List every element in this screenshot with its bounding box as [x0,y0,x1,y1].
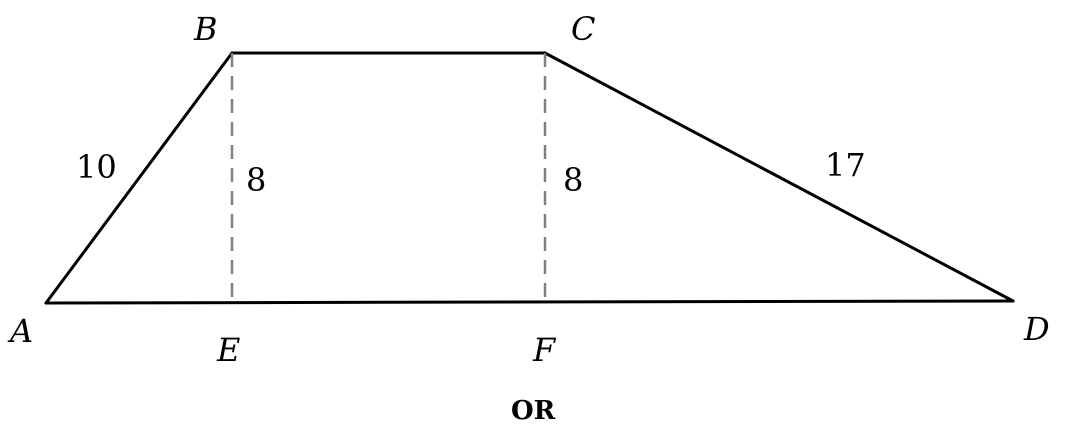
edge-ad [44,299,1015,305]
length-label-ab: 10 [76,148,117,186]
length-label-be: 8 [246,161,266,199]
length-label-cf: 8 [563,161,583,199]
edge-cd [543,51,1015,303]
vertex-label-b: B [193,10,218,48]
vertex-label-d: D [1023,310,1050,348]
vertex-label-a: A [7,312,33,350]
vertex-label-e: E [216,331,240,369]
or-label: OR [511,396,556,426]
edge-ab [44,51,234,305]
vertex-label-f: F [532,331,557,369]
vertex-label-c: C [571,10,595,48]
length-label-cd: 17 [825,146,866,184]
